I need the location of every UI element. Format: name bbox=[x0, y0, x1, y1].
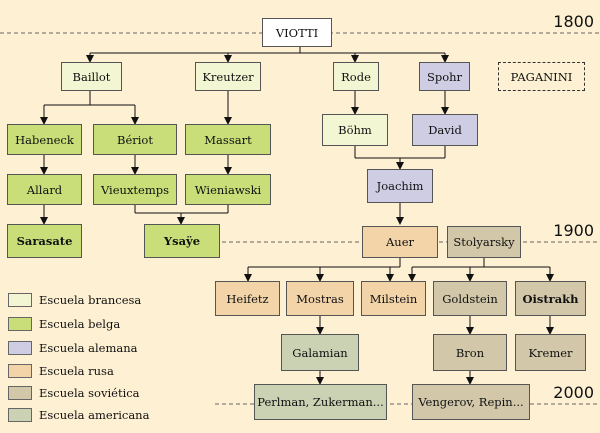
legend-label: Escuela alemana bbox=[39, 341, 138, 355]
year-1900: 1900 bbox=[553, 221, 594, 240]
legend-label: Escuela soviética bbox=[39, 386, 140, 400]
legend-item: Escuela alemana bbox=[8, 340, 138, 356]
legend-swatch bbox=[8, 364, 32, 378]
node-heifetz: Heifetz bbox=[215, 281, 280, 316]
node-baillot: Baillot bbox=[61, 62, 122, 91]
legend-label: Escuela rusa bbox=[39, 364, 114, 378]
node-paganini: PAGANINI bbox=[498, 62, 585, 91]
node-mostras: Mostras bbox=[286, 281, 354, 316]
node-stolyarsky: Stolyarsky bbox=[447, 226, 521, 258]
legend-label: Escuela belga bbox=[39, 317, 121, 331]
node-beriot: Bériot bbox=[93, 124, 177, 155]
legend-swatch bbox=[8, 408, 32, 422]
legend-label: Escuela americana bbox=[39, 408, 150, 422]
node-viotti: VIOTTI bbox=[262, 18, 332, 47]
node-vengerov-repin: Vengerov, Repin... bbox=[412, 384, 530, 420]
node-spohr: Spohr bbox=[419, 62, 470, 91]
node-david: David bbox=[412, 114, 478, 146]
legend-item: Escuela soviética bbox=[8, 385, 140, 401]
node-galamian: Galamian bbox=[281, 334, 359, 371]
node-milstein: Milstein bbox=[361, 281, 426, 316]
node-kreutzer: Kreutzer bbox=[195, 62, 261, 91]
year-1800: 1800 bbox=[553, 12, 594, 31]
legend-label: Escuela brancesa bbox=[39, 293, 142, 307]
legend-swatch bbox=[8, 293, 32, 307]
node-ysaye: Ysaÿe bbox=[144, 224, 220, 258]
node-allard: Allard bbox=[7, 174, 82, 205]
year-2000: 2000 bbox=[553, 383, 594, 402]
node-rode: Rode bbox=[333, 62, 379, 91]
node-kremer: Kremer bbox=[515, 334, 586, 371]
legend-item: Escuela americana bbox=[8, 407, 149, 423]
node-bohm: Böhm bbox=[322, 114, 388, 146]
node-auer: Auer bbox=[362, 226, 438, 258]
legend-item: Escuela belga bbox=[8, 316, 120, 332]
node-massart: Massart bbox=[185, 124, 271, 155]
legend-item: Escuela brancesa bbox=[8, 292, 141, 308]
node-vieuxtemps: Vieuxtemps bbox=[93, 174, 177, 205]
node-habeneck: Habeneck bbox=[7, 124, 82, 155]
node-sarasate: Sarasate bbox=[7, 224, 82, 258]
node-perlman-zukerman: Perlman, Zukerman... bbox=[254, 384, 387, 420]
legend-item: Escuela rusa bbox=[8, 363, 114, 379]
node-goldstein: Goldstein bbox=[433, 281, 507, 316]
node-bron: Bron bbox=[433, 334, 507, 371]
node-joachim: Joachim bbox=[367, 169, 433, 203]
legend-swatch bbox=[8, 317, 32, 331]
legend-swatch bbox=[8, 386, 32, 400]
node-wieniawski: Wieniawski bbox=[185, 174, 271, 205]
legend-swatch bbox=[8, 341, 32, 355]
node-oistrakh: Oistrakh bbox=[515, 281, 586, 316]
